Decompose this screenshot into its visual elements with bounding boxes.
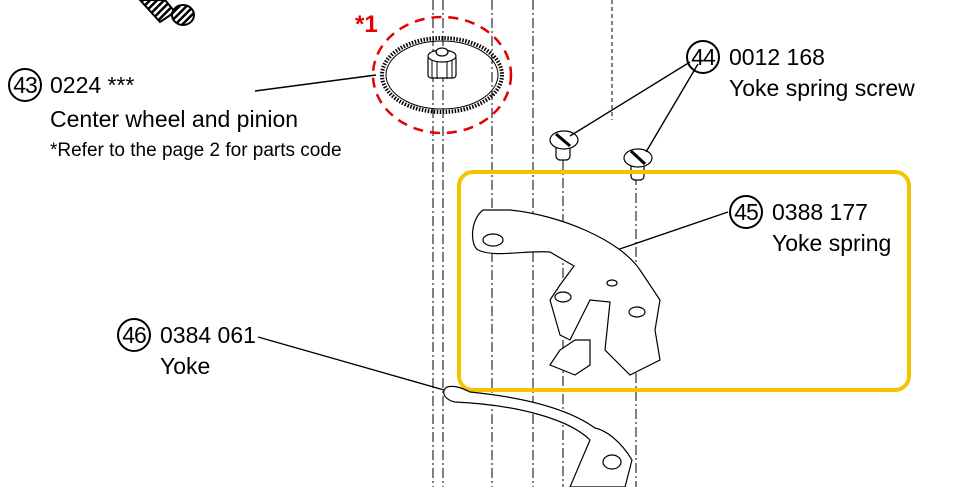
part-ref-circle: 44: [686, 40, 720, 74]
leader-lines: [254, 61, 729, 391]
part-code: 0384 061: [160, 322, 256, 348]
part-ref-circle: 45: [729, 195, 763, 229]
part-ref-circle: 46: [117, 318, 151, 352]
yoke-spring-icon: [472, 209, 661, 376]
part-note: *Refer to the page 2 for parts code: [50, 140, 342, 161]
center-wheel-icon: [380, 36, 504, 114]
callout-circle: [371, 15, 513, 135]
part-code: 0224 ***: [50, 72, 135, 98]
part-name: Yoke: [160, 353, 211, 379]
part-code: 0388 177: [772, 199, 868, 225]
part-code: 0012 168: [729, 44, 825, 70]
part-name: Center wheel and pinion: [50, 106, 299, 132]
part-name: Yoke spring: [772, 230, 892, 256]
yoke-icon: [443, 385, 633, 487]
highlight-box: [457, 170, 911, 392]
part-ref-circle: 43: [8, 68, 42, 102]
part-name: Yoke spring screw: [729, 75, 915, 101]
callout-mark: *1: [355, 11, 378, 38]
hatched-part-icon: [138, 0, 195, 26]
